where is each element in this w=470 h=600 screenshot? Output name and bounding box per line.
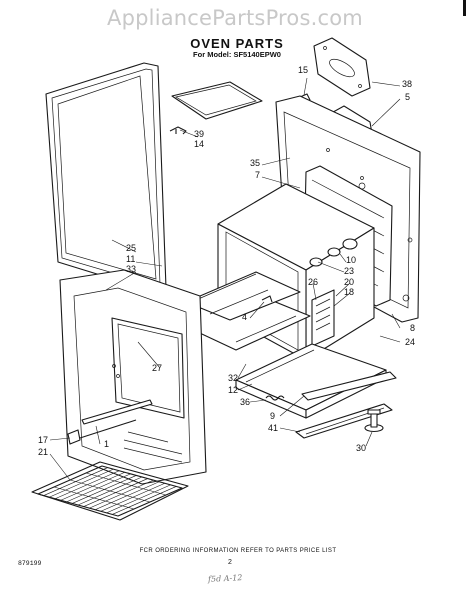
document-number: 879199 bbox=[18, 560, 42, 567]
window-glass-part bbox=[171, 81, 263, 120]
leveling-leg-part bbox=[364, 409, 384, 433]
callout-9: 9 bbox=[270, 411, 276, 421]
spring-part bbox=[265, 395, 285, 401]
callout-41: 41 bbox=[268, 423, 279, 433]
handle-rod-part bbox=[67, 399, 153, 445]
door-frame-part bbox=[59, 269, 207, 485]
callout-39: 39 bbox=[194, 129, 205, 139]
callout-14: 14 bbox=[194, 139, 205, 149]
callout-30: 30 bbox=[356, 443, 367, 453]
callout-8: 8 bbox=[410, 323, 416, 333]
callout-25: 25 bbox=[126, 243, 137, 253]
clip-part bbox=[169, 126, 187, 135]
callout-20: 20 bbox=[344, 277, 355, 287]
oven-rack-part bbox=[31, 461, 189, 521]
callout-21: 21 bbox=[38, 447, 49, 457]
side-panel-part bbox=[45, 62, 167, 292]
callout-4: 4 bbox=[242, 312, 248, 322]
callout-27: 27 bbox=[152, 363, 163, 373]
callout-36: 36 bbox=[240, 397, 251, 407]
diagram-title: OVEN PARTS bbox=[190, 36, 284, 51]
rack-crosswire bbox=[85, 472, 167, 496]
callout-18: 18 bbox=[344, 287, 355, 297]
page-number: 2 bbox=[228, 559, 232, 566]
callout-23: 23 bbox=[344, 266, 355, 276]
rack-crosswire bbox=[53, 486, 135, 510]
leader-lines bbox=[49, 77, 401, 481]
callout-15: 15 bbox=[298, 65, 309, 75]
callout-5: 5 bbox=[405, 92, 411, 102]
watermark: AppliancePartsPros.com bbox=[107, 6, 363, 30]
callout-33: 33 bbox=[126, 264, 137, 274]
callout-17: 17 bbox=[38, 435, 49, 445]
callout-12: 12 bbox=[228, 385, 239, 395]
rack-crosswire bbox=[69, 479, 151, 503]
model-line: For Model: SF5140EPW0 bbox=[193, 50, 281, 59]
callout-1: 1 bbox=[104, 439, 110, 449]
callout-7: 7 bbox=[255, 170, 261, 180]
callout-38: 38 bbox=[402, 79, 413, 89]
callout-32: 32 bbox=[228, 373, 239, 383]
callout-26: 26 bbox=[308, 277, 319, 287]
ordering-note: FCR ORDERING INFORMATION REFER TO PARTS … bbox=[139, 548, 337, 554]
callout-11: 11 bbox=[126, 254, 136, 264]
callout-10: 10 bbox=[346, 255, 357, 265]
callout-35: 35 bbox=[250, 158, 261, 168]
handwritten-note: f5d A-12 bbox=[207, 573, 243, 584]
corner-mark bbox=[463, 0, 466, 16]
callout-24: 24 bbox=[405, 337, 416, 347]
oven-floor-part bbox=[171, 271, 311, 351]
